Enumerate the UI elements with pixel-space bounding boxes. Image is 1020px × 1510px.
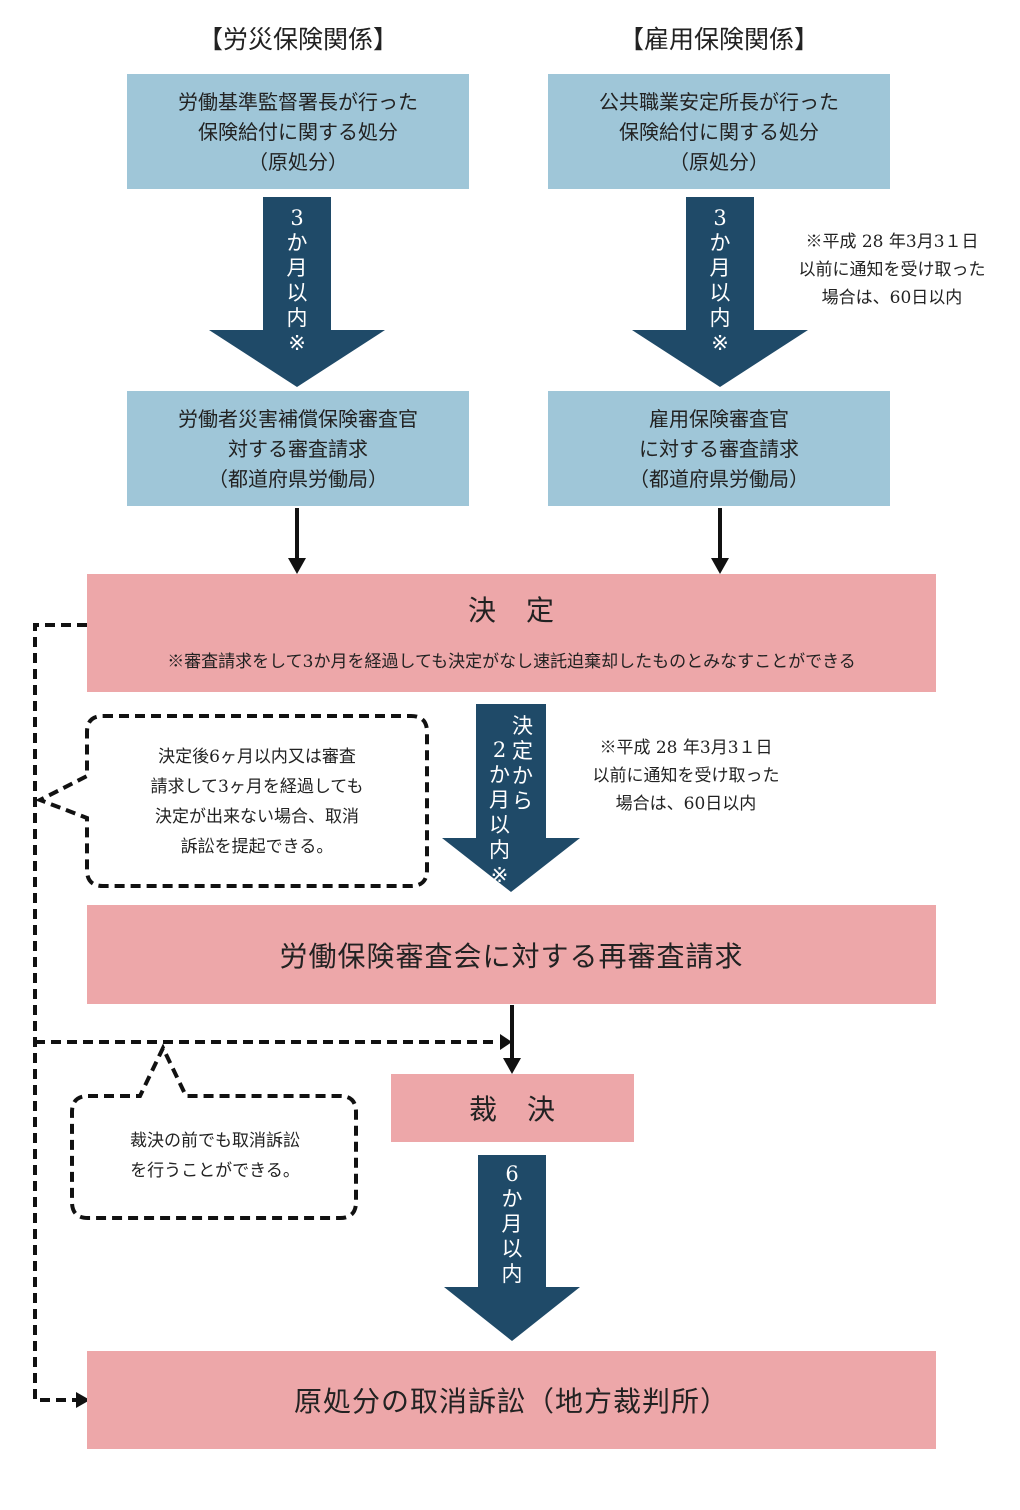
right-original-disposition-box: 公共職業安定所長が行った 保険給付に関する処分 （原処分） bbox=[548, 74, 890, 189]
ruling-dashed-arrowhead bbox=[500, 1034, 512, 1050]
decision-period-arrow bbox=[442, 704, 580, 892]
left-original-disposition-box: 労働基準監督署長が行った 保険給付に関する処分 （原処分） bbox=[127, 74, 469, 189]
ruling-period-arrow bbox=[444, 1155, 580, 1341]
left-original-disposition-text: 労働基準監督署長が行った 保険給付に関する処分 （原処分） bbox=[178, 89, 418, 174]
left-period-arrow bbox=[209, 197, 385, 387]
reexamination-box: 労働保険審査会に対する再審査請求 bbox=[87, 905, 936, 1004]
decision-title: 決 定 bbox=[467, 593, 555, 627]
ruling-text: 裁 決 bbox=[468, 1093, 556, 1126]
right-period-arrow bbox=[632, 197, 808, 387]
callout-2-text: 裁決の前でも取消訴訟 を行うことができる。 bbox=[130, 1131, 300, 1181]
right-review-request-text: 雇用保険審査官 に対する審査請求 （都道府県労働局） bbox=[629, 406, 809, 491]
decision-box: 決 定 ※審査請求をして3か月を経過しても決定がなし速託迫棄却したものとみなすこ… bbox=[87, 574, 936, 692]
decision-note: ※審査請求をして3か月を経過しても決定がなし速託迫棄却したものとみなすことができ… bbox=[167, 651, 856, 672]
heading-workers-comp: 【労災保険関係】 bbox=[197, 25, 398, 54]
top-right-note: ※平成 28 年3月3１日 以前に通知を受け取った 場合は、60日以内 bbox=[798, 232, 986, 308]
callout-1-shape bbox=[35, 714, 429, 888]
middle-note: ※平成 28 年3月3１日 以前に通知を受け取った 場合は、60日以内 bbox=[592, 738, 780, 814]
right-review-request-box: 雇用保険審査官 に対する審査請求 （都道府県労働局） bbox=[548, 391, 890, 506]
left-review-request-text: 労働者災害補償保険審査官 対する審査請求 （都道府県労働局） bbox=[178, 406, 418, 491]
callout-1-text: 決定後6ヶ月以内又は審査 請求して3ヶ月を経過しても 決定が出来ない場合、取消 … bbox=[150, 747, 364, 857]
callout-2-shape bbox=[70, 1043, 358, 1220]
right-review-to-decision-arrowhead bbox=[711, 558, 729, 574]
left-review-to-decision-arrowhead bbox=[288, 558, 306, 574]
lawsuit-text: 原処分の取消訴訟（地方裁判所） bbox=[293, 1385, 729, 1418]
ruling-box: 裁 決 bbox=[391, 1074, 634, 1142]
heading-employment-insurance: 【雇用保険関係】 bbox=[618, 25, 819, 54]
reexam-to-ruling-arrowhead bbox=[503, 1058, 521, 1074]
left-review-request-box: 労働者災害補償保険審査官 対する審査請求 （都道府県労働局） bbox=[127, 391, 469, 506]
right-original-disposition-text: 公共職業安定所長が行った 保険給付に関する処分 （原処分） bbox=[599, 89, 839, 174]
reexamination-text: 労働保険審査会に対する再審査請求 bbox=[279, 939, 744, 973]
lawsuit-dashed-arrowhead bbox=[76, 1392, 90, 1408]
lawsuit-box: 原処分の取消訴訟（地方裁判所） bbox=[87, 1351, 936, 1449]
